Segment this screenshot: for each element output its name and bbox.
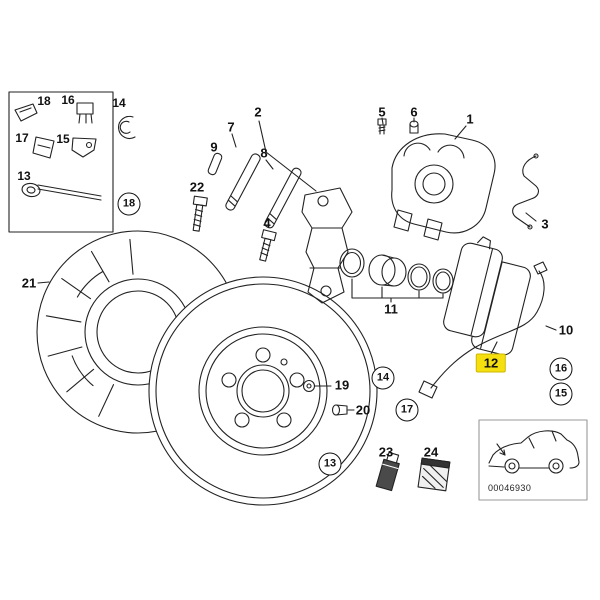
vehicle-location-arrow <box>496 443 506 456</box>
grease-tube-drawing <box>375 451 400 492</box>
sachet-drawing <box>417 457 451 492</box>
part-label-7[interactable]: 7 <box>227 119 235 135</box>
circled-label-18[interactable]: 18 <box>117 192 141 216</box>
guide-pin-drawings <box>207 152 302 229</box>
circled-label-16[interactable]: 16 <box>549 357 573 381</box>
part-label-5[interactable]: 5 <box>378 104 386 120</box>
caliper-drawing <box>391 133 496 241</box>
circled-label-17[interactable]: 17 <box>395 398 419 422</box>
vehicle-thumbnail <box>478 419 588 501</box>
part-label-8[interactable]: 8 <box>260 145 268 161</box>
part-label-21[interactable]: 21 <box>21 275 37 291</box>
bleeder-screw-drawings <box>377 118 419 135</box>
inset-label-16[interactable]: 16 <box>61 93 75 107</box>
inset-clip-drawings <box>14 102 136 201</box>
hex-bolt-4-drawing <box>259 229 277 262</box>
part-label-6[interactable]: 6 <box>410 104 418 120</box>
part-label-2[interactable]: 2 <box>254 104 262 120</box>
part-label-20[interactable]: 20 <box>355 402 371 418</box>
inset-label-17[interactable]: 17 <box>15 131 29 145</box>
hex-bolt-22-drawing <box>192 195 208 232</box>
circled-label-14[interactable]: 14 <box>371 366 395 390</box>
part-label-9[interactable]: 9 <box>210 139 218 155</box>
part-label-23[interactable]: 23 <box>378 444 394 460</box>
inset-label-13[interactable]: 13 <box>17 169 31 183</box>
piston-seal-drawings <box>339 248 454 303</box>
circled-label-15[interactable]: 15 <box>549 382 573 406</box>
part-label-10[interactable]: 10 <box>558 322 574 338</box>
diagram-part-code: 00046930 <box>488 483 532 493</box>
part-label-19[interactable]: 19 <box>334 377 350 393</box>
inset-hardware-box <box>8 91 114 233</box>
part-label-12-highlighted[interactable]: 12 <box>475 353 507 373</box>
brake-pads-drawing <box>443 236 531 356</box>
part-label-4[interactable]: 4 <box>263 215 271 231</box>
inset-label-15[interactable]: 15 <box>56 132 70 146</box>
part-label-22[interactable]: 22 <box>189 179 205 195</box>
spring-clip-drawing <box>512 153 540 230</box>
part-label-3[interactable]: 3 <box>541 216 549 232</box>
cap-20-drawing <box>331 404 348 416</box>
brake-disc-drawing <box>148 276 378 506</box>
part-label-11[interactable]: 11 <box>384 301 398 317</box>
part-label-1[interactable]: 1 <box>466 111 474 127</box>
carrier-bracket-drawing <box>301 187 353 304</box>
inset-label-18[interactable]: 18 <box>37 94 51 108</box>
wear-sensor-drawing <box>418 261 548 399</box>
part-label-24[interactable]: 24 <box>423 444 439 460</box>
circled-label-13[interactable]: 13 <box>318 452 342 476</box>
inset-label-14[interactable]: 14 <box>112 96 126 110</box>
leader-lines <box>37 117 557 411</box>
